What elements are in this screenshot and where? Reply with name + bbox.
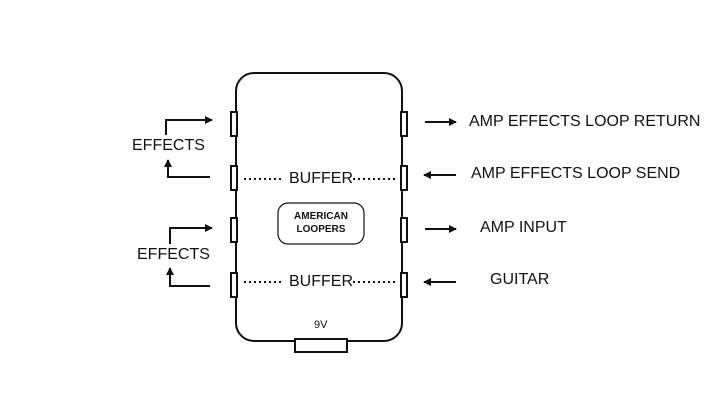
amp-input-label: AMP INPUT bbox=[480, 219, 567, 236]
brand-line-1: AMERICAN bbox=[294, 211, 348, 222]
brand-box-text: AMERICAN LOOPERS bbox=[278, 210, 364, 236]
right-jack-1[interactable] bbox=[400, 111, 408, 137]
effects-send-arrow-bottom bbox=[169, 224, 213, 244]
effects-return-arrow-top bbox=[164, 159, 210, 178]
guitar-label: GUITAR bbox=[490, 271, 550, 288]
amp-return-label: AMP EFFECTS LOOP RETURN bbox=[469, 113, 701, 130]
right-jack-4[interactable] bbox=[400, 272, 408, 298]
right-jack-2[interactable] bbox=[400, 165, 408, 191]
effects-return-arrow-bottom bbox=[166, 267, 210, 287]
left-jack-1[interactable] bbox=[230, 111, 238, 137]
left-jack-2[interactable] bbox=[230, 165, 238, 191]
amp-send-label: AMP EFFECTS LOOP SEND bbox=[471, 165, 681, 182]
right-jack-3[interactable] bbox=[400, 217, 408, 243]
buffer-bottom-label: BUFFER bbox=[289, 273, 353, 290]
brand-line-2: LOOPERS bbox=[296, 224, 346, 235]
effects-send-arrow-top bbox=[165, 116, 213, 135]
effects-top-label: EFFECTS bbox=[132, 137, 205, 154]
effects-bottom-label: EFFECTS bbox=[137, 246, 210, 263]
brand-box bbox=[277, 202, 365, 245]
left-jack-4[interactable] bbox=[230, 272, 238, 298]
left-jack-3[interactable] bbox=[230, 217, 238, 243]
power-label: 9V bbox=[314, 319, 328, 331]
buffer-top-label: BUFFER bbox=[289, 170, 353, 187]
power-jack[interactable] bbox=[294, 338, 348, 353]
